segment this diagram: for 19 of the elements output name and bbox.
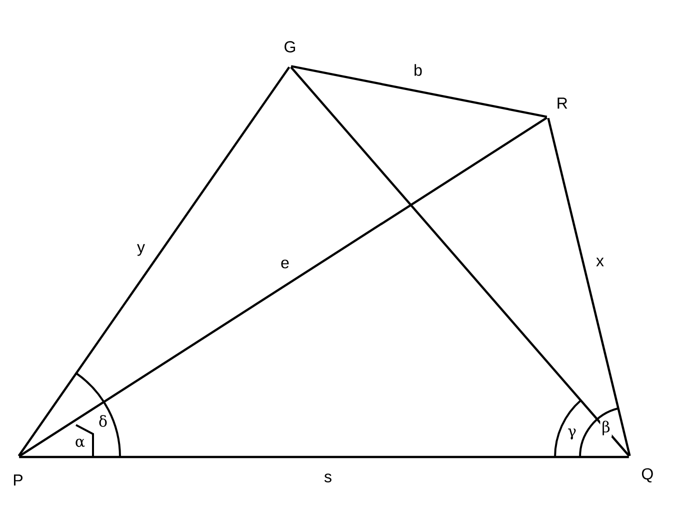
line-segment: [19, 456, 629, 458]
line-segment: [547, 118, 631, 456]
angle-label: δ: [97, 414, 110, 428]
vertex-point: Q: [642, 468, 653, 482]
edge-label: e: [280, 258, 290, 270]
edge-label: x: [595, 256, 605, 268]
edge-label: b: [412, 63, 424, 77]
angle-label: β: [600, 419, 612, 437]
line-segment: [290, 66, 630, 457]
vertex-point: R: [558, 98, 568, 109]
edge-label: s: [323, 472, 333, 484]
line-segment: [290, 65, 548, 118]
line-segment: [18, 116, 548, 458]
edge-label: y: [136, 243, 146, 257]
vertex-point: G: [284, 41, 296, 52]
angle-label: γ: [566, 427, 578, 441]
vertex-point: P: [14, 474, 22, 486]
line-segment: [18, 66, 290, 457]
angle-label: α: [73, 437, 87, 449]
